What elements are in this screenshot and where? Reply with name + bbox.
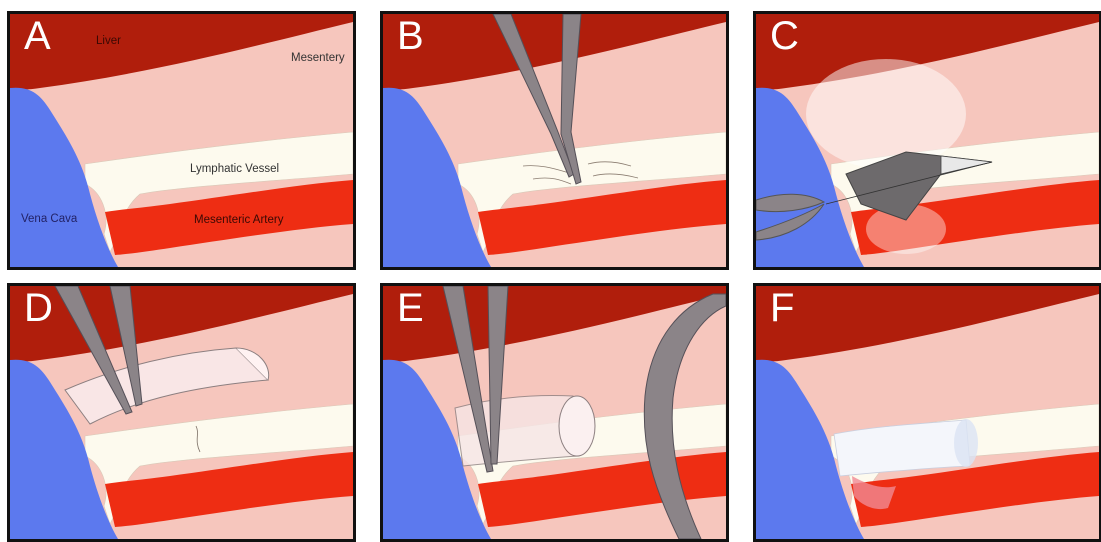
- anatomy-illustration-f: [756, 286, 1099, 539]
- panel-d: D: [7, 283, 356, 542]
- panel-e: E: [380, 283, 729, 542]
- mesentery-label: Mesentery: [291, 53, 345, 65]
- panel-a: A Liver Mesentery Lymphatic Vessel Vena …: [7, 11, 356, 270]
- panel-c: C: [753, 11, 1101, 270]
- vena-cava-label: Vena Cava: [21, 214, 77, 226]
- panel-letter: A: [24, 16, 51, 56]
- panel-f: F: [753, 283, 1101, 542]
- panel-letter: C: [770, 16, 799, 56]
- panel-letter: D: [24, 288, 53, 328]
- anatomy-illustration-d: [10, 286, 353, 539]
- anatomy-illustration-e: [383, 286, 726, 539]
- panel-letter: F: [770, 288, 794, 328]
- anatomy-illustration-c: [756, 14, 1099, 267]
- panel-letter: B: [397, 16, 424, 56]
- mesenteric-artery-label: Mesenteric Artery: [194, 215, 283, 227]
- panel-b: B: [380, 11, 729, 270]
- panel-letter: E: [397, 288, 424, 328]
- anatomy-illustration-b: [383, 14, 726, 267]
- base-anatomy: [756, 286, 1099, 539]
- base-anatomy: [10, 286, 353, 539]
- lymphatic-vessel-label: Lymphatic Vessel: [190, 164, 279, 176]
- liver-label: Liver: [96, 36, 121, 48]
